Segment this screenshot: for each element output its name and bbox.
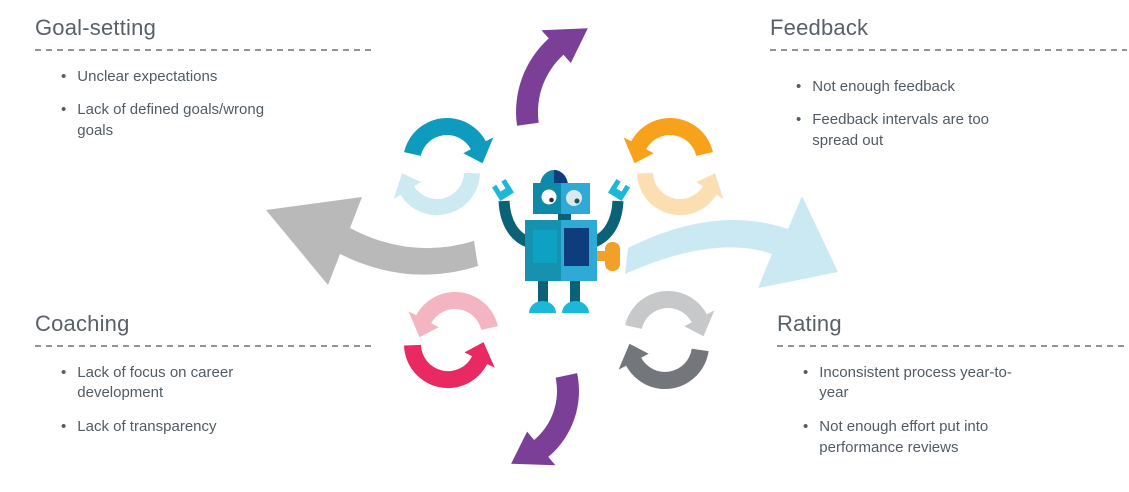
wind-up-key-icon (592, 242, 620, 271)
cycle-arrow-lower-left-solid (404, 342, 495, 389)
robot-icon (491, 170, 631, 313)
section-feedback: Feedback •Not enough feedback •Feedback … (770, 14, 1127, 152)
bullet-list: •Inconsistent process year-to-year •Not … (777, 363, 1129, 459)
bullet-dot: • (796, 111, 802, 129)
robot-chest-panel-left (533, 230, 557, 263)
robot-left-leg (538, 281, 548, 307)
robot-dome-right (554, 170, 568, 186)
bullet-dot: • (61, 363, 67, 381)
dashed-divider (35, 344, 375, 347)
bullet-item: •Lack of focus on career development (61, 363, 234, 402)
robot-right-hand (607, 178, 631, 202)
bullet-dot: • (61, 417, 67, 435)
section-coaching: Coaching •Lack of focus on career develo… (35, 310, 375, 438)
robot-neck (558, 214, 571, 220)
bullet-item: •Not enough feedback (796, 77, 1127, 98)
curved-arrow-bottom (511, 373, 579, 466)
bullet-list: •Not enough feedback •Feedback intervals… (770, 77, 1127, 152)
bullet-item: •Unclear expectations (61, 67, 375, 88)
bullet-item: •Lack of defined goals/wrong goals (61, 101, 265, 139)
robot-right-foot (562, 301, 589, 313)
bullet-item: •Lack of transparency (61, 417, 375, 438)
cycle-arrow-upper-right-solid (623, 117, 713, 164)
bullet-dot: • (61, 67, 67, 85)
robot-left-foot (529, 301, 556, 313)
big-arrow-left (266, 197, 478, 285)
bullet-dot: • (61, 101, 67, 119)
cycle-arrow-lower-left-light (408, 291, 498, 338)
arrow-layer (266, 28, 838, 466)
bullet-list: •Unclear expectations •Lack of defined g… (35, 67, 375, 142)
bullet-item: •Feedback intervals are too spread out (796, 111, 990, 149)
robot-right-pupil (574, 198, 580, 204)
robot-left-hand (491, 178, 515, 202)
section-title: Feedback (770, 15, 869, 40)
cycle-arrow-upper-right-light (637, 172, 724, 216)
bullet-list: •Lack of focus on career development •La… (35, 363, 375, 438)
section-title: Goal-setting (35, 15, 157, 40)
robot-left-pupil (549, 197, 554, 203)
bullet-dot: • (803, 417, 809, 435)
cycle-arrow-upper-left-solid (404, 117, 494, 164)
section-title: Coaching (35, 311, 130, 336)
cycle-arrow-lower-right-solid (618, 343, 709, 389)
robot-chest-panel-right (564, 228, 589, 266)
section-goal-setting: Goal-setting •Unclear expectations •Lack… (35, 14, 375, 142)
robot-right-leg (570, 281, 580, 307)
bullet-dot: • (796, 77, 802, 95)
robot-right-eye (566, 190, 582, 206)
cycle-arrow-upper-left-light (393, 172, 480, 216)
dashed-divider (770, 48, 1127, 51)
section-rating: Rating •Inconsistent process year-to-yea… (777, 310, 1129, 458)
bullet-item: •Not enough effort put into performance … (803, 417, 989, 456)
big-arrow-right (625, 196, 838, 288)
section-title: Rating (777, 311, 842, 336)
dashed-divider (777, 344, 1129, 347)
bullet-item: •Inconsistent process year-to-year (803, 363, 1012, 402)
cycle-arrow-lower-right-light (625, 290, 715, 337)
dashed-divider (35, 48, 375, 51)
curved-arrow-top (516, 28, 588, 126)
robot-left-eye (541, 189, 557, 205)
bullet-dot: • (803, 363, 809, 381)
